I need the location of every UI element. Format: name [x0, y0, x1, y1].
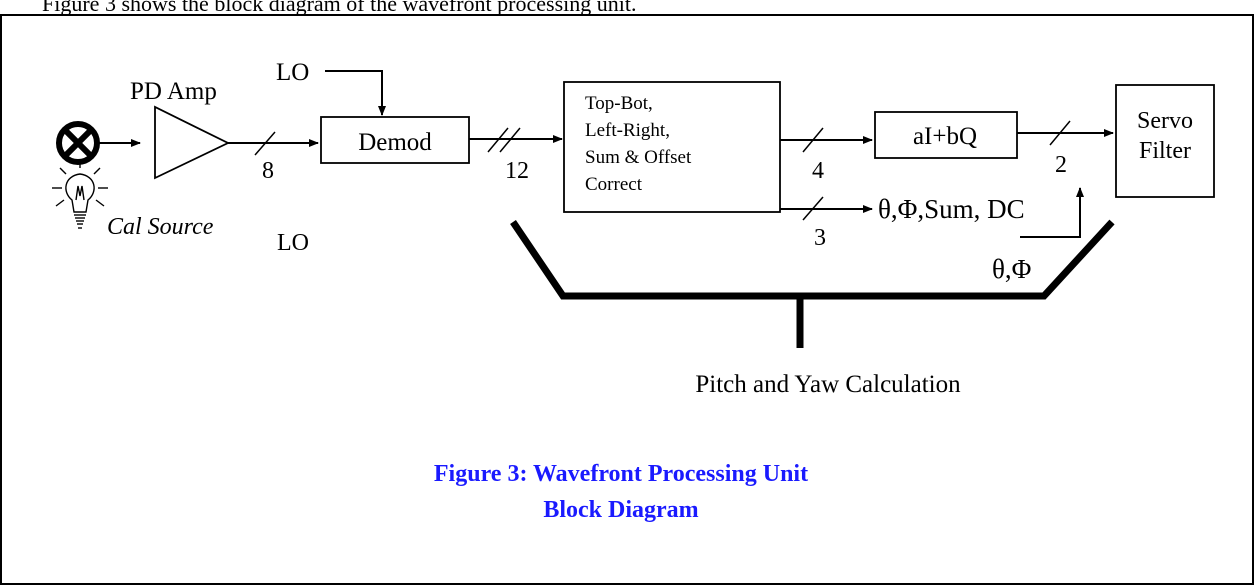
- bus-4-label: 4: [812, 158, 824, 184]
- photodiode-icon: [56, 121, 100, 165]
- demod-label: Demod: [358, 129, 432, 156]
- bus-slash-12b: [499, 127, 521, 153]
- bus-2-label: 2: [1055, 152, 1067, 178]
- bracket-label: Pitch and Yaw Calculation: [695, 371, 961, 398]
- lo-arrow: [325, 70, 386, 116]
- bus-8-label: 8: [262, 158, 274, 184]
- bus-slash-4: [802, 127, 824, 153]
- theta-phi-label: θ,Φ: [992, 254, 1031, 284]
- topbot-block: [563, 81, 781, 213]
- pd-amp-block: [154, 105, 231, 180]
- diagram-border: [0, 14, 1254, 585]
- topbot-label-line-3: Correct: [585, 174, 643, 195]
- topbot-label-line-0: Top-Bot,: [585, 93, 653, 114]
- bus-slash-12: [487, 127, 509, 153]
- bus-slash-3: [802, 196, 824, 221]
- topbot-label-line-2: Sum & Offset: [585, 147, 692, 168]
- pd-amp-label: PD Amp: [130, 78, 217, 105]
- servo-filter-label-line-1: Filter: [1139, 138, 1191, 164]
- servo-filter-label-line-0: Servo: [1137, 108, 1193, 134]
- top-text-fragment: Figure 3 shows the block diagram of the …: [42, 0, 637, 16]
- bus-12-label: 12: [505, 158, 529, 184]
- lo-bottom-label: LO: [277, 230, 309, 256]
- light-bulb-icon: [52, 160, 108, 229]
- aibq-label: aI+bQ: [913, 123, 977, 150]
- outputs-label: θ,Φ,Sum, DC: [878, 194, 1025, 224]
- aibq-block: [874, 111, 1018, 159]
- figure-caption-line2: Block Diagram: [543, 497, 698, 523]
- bus-slash-8: [254, 131, 276, 156]
- lo-top-label: LO: [276, 59, 309, 86]
- bus-slash-2: [1049, 120, 1071, 146]
- figure-caption-line1: Figure 3: Wavefront Processing Unit: [434, 461, 808, 487]
- cal-source-label: Cal Source: [107, 214, 214, 240]
- servo-filter-block: [1115, 84, 1215, 198]
- theta-phi-arrow: [1020, 187, 1084, 238]
- demod-block: [320, 116, 470, 164]
- bus-3-label: 3: [814, 225, 826, 251]
- topbot-label-line-1: Left-Right,: [585, 120, 670, 141]
